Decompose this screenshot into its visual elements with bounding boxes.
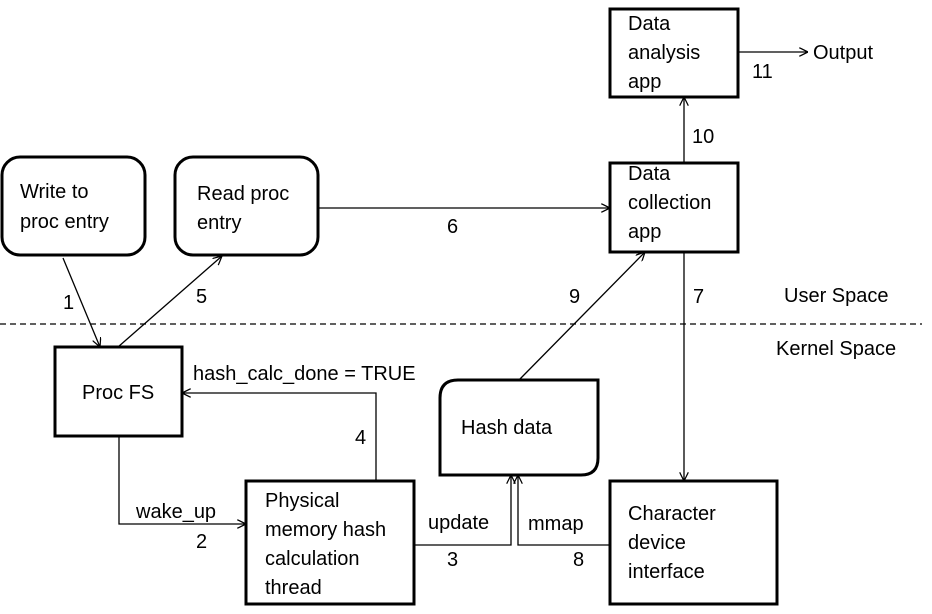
arrow-1-write-to-procfs xyxy=(62,257,100,347)
write-proc-entry-node: Write to proc entry xyxy=(0,155,147,257)
hash-thread-line-2: memory hash xyxy=(265,519,386,541)
wake-up-label: wake_up xyxy=(135,501,216,523)
hash-calculation-thread-node: Physical memory hash calculation thread xyxy=(244,479,416,606)
hash-thread-line-1: Physical xyxy=(265,490,339,512)
user-space-label: User Space xyxy=(784,285,889,307)
write-proc-line-1: Write to xyxy=(20,181,89,203)
data-collection-app-node: Data collection app xyxy=(608,161,740,254)
arrow-9-hashdata-to-collection xyxy=(518,252,645,381)
char-device-line-1: Character xyxy=(628,503,716,525)
hash-data-label: Hash data xyxy=(461,417,553,439)
proc-fs-label: Proc FS xyxy=(82,382,154,404)
arrow-4-hash-calc-done xyxy=(182,393,377,481)
write-proc-line-2: proc entry xyxy=(20,211,109,233)
read-proc-line-2: entry xyxy=(197,212,241,234)
hash-calc-done-label: hash_calc_done = TRUE xyxy=(193,363,416,385)
data-collection-line-2: collection xyxy=(628,192,711,214)
data-analysis-line-2: analysis xyxy=(628,42,700,64)
hash-data-node: Hash data xyxy=(438,378,600,477)
step-6: 6 xyxy=(447,216,458,238)
step-1: 1 xyxy=(63,292,74,314)
arrow-8-mmap xyxy=(518,475,610,546)
char-device-line-3: interface xyxy=(628,561,705,583)
output-label: Output xyxy=(813,42,873,64)
step-8: 8 xyxy=(573,549,584,571)
hash-thread-line-3: calculation xyxy=(265,548,360,570)
mmap-label: mmap xyxy=(528,513,584,535)
arrow-5-procfs-to-read xyxy=(117,256,222,348)
step-9: 9 xyxy=(569,286,580,308)
step-3: 3 xyxy=(447,549,458,571)
hash-thread-line-4: thread xyxy=(265,577,322,599)
data-collection-line-1: Data xyxy=(628,163,671,185)
data-collection-line-3: app xyxy=(628,221,661,243)
proc-fs-node: Proc FS xyxy=(53,345,184,438)
data-analysis-line-3: app xyxy=(628,71,661,93)
step-4: 4 xyxy=(355,427,366,449)
kernel-space-label: Kernel Space xyxy=(776,338,896,360)
update-label: update xyxy=(428,512,489,534)
step-11: 11 xyxy=(752,61,773,83)
arrow-3-update xyxy=(414,475,511,546)
step-10: 10 xyxy=(692,126,714,148)
character-device-interface-node: Character device interface xyxy=(608,479,779,606)
arrow-2-wakeup xyxy=(118,436,246,524)
read-proc-entry-node: Read proc entry xyxy=(173,155,320,257)
read-proc-line-1: Read proc xyxy=(197,183,289,205)
data-analysis-line-1: Data xyxy=(628,13,671,35)
step-2: 2 xyxy=(196,531,207,553)
char-device-line-2: device xyxy=(628,532,686,554)
data-analysis-app-node: Data analysis app xyxy=(608,7,740,99)
step-5: 5 xyxy=(196,286,207,308)
step-7: 7 xyxy=(693,286,704,308)
